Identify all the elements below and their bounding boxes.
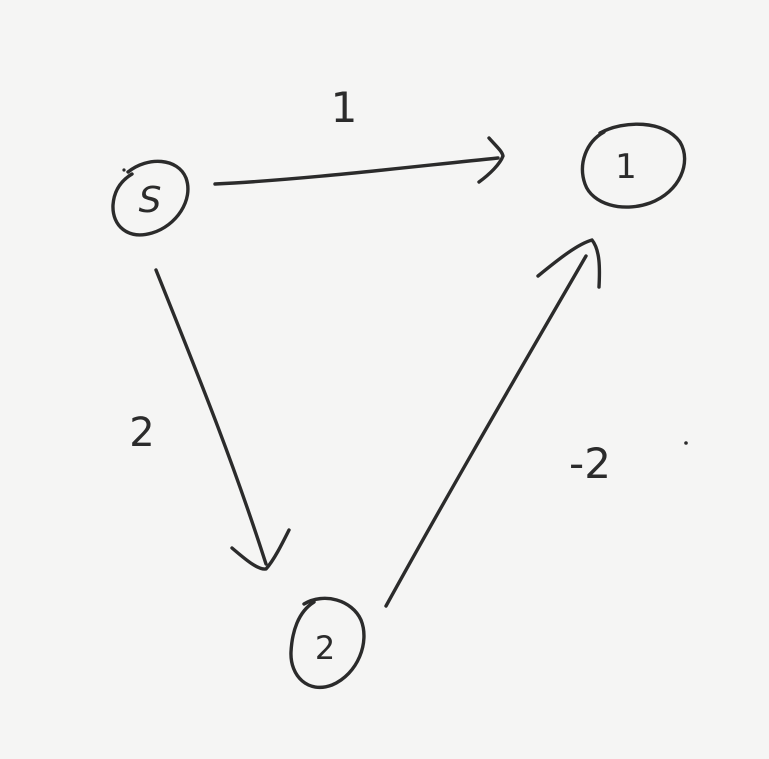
node-s-circle [111, 159, 190, 237]
node-s: S [111, 159, 190, 237]
node-1-label: 1 [615, 147, 637, 187]
edge-s-to-1-arrowhead [477, 136, 505, 184]
edge-2-to-1-weight: -2 [569, 439, 611, 488]
node-s-label: S [139, 180, 162, 221]
node-1: 1 [580, 122, 687, 209]
node-1-circle [580, 122, 687, 209]
edge-2-to-1: -2 [384, 238, 611, 608]
edge-s-to-2-line [154, 268, 268, 566]
edge-s-to-1: 1 [213, 83, 505, 186]
edge-s-to-2-weight: 2 [129, 410, 154, 456]
ink-dot [122, 168, 126, 172]
node-2-label: 2 [315, 629, 335, 667]
edge-s-to-1-weight: 1 [331, 83, 358, 132]
edge-2-to-1-line [384, 254, 588, 608]
node-2: 2 [289, 596, 366, 689]
ink-dot [684, 441, 688, 445]
edge-2-to-1-arrowhead [536, 238, 602, 289]
edge-s-to-2: 2 [129, 268, 291, 571]
edge-s-to-2-arrowhead [230, 528, 291, 571]
edge-s-to-1-line [213, 156, 500, 186]
node-2-circle [289, 596, 366, 689]
